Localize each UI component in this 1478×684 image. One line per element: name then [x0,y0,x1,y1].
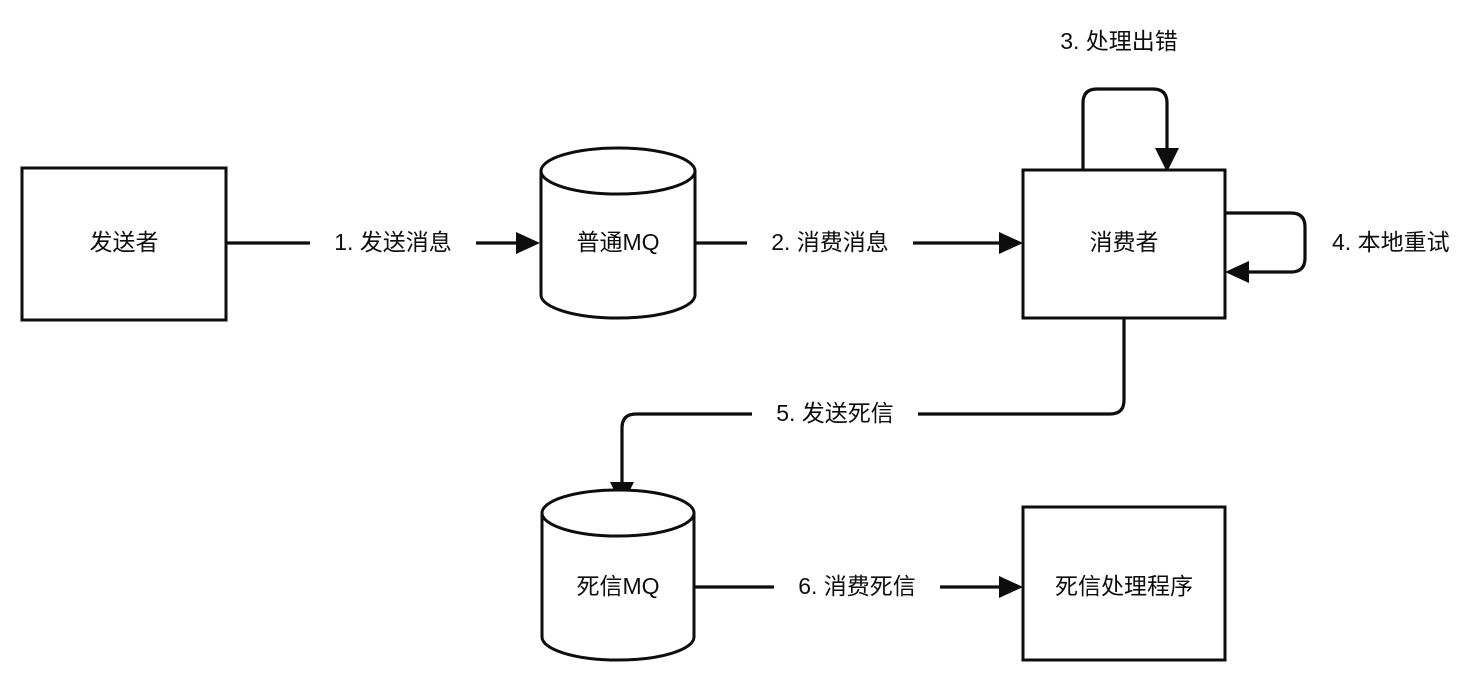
edge-5-send-dead-letter: 5. 发送死信 [610,318,1126,506]
edge-6-consume-dead-letter: 6. 消费死信 [694,572,1023,602]
node-normal-mq-body[interactable] [539,169,697,320]
node-normal-mq[interactable]: 普通MQ [539,146,697,320]
node-consumer-label: 消费者 [1090,229,1159,255]
node-dead-letter-handler-box[interactable] [1021,505,1227,662]
edge-1-label: 1. 发送消息 [334,229,452,255]
edge-5-label: 5. 发送死信 [776,400,894,426]
node-dead-letter-mq-top [540,488,696,538]
edge-6-label: 6. 消费死信 [798,573,916,599]
edge-1-arrowhead-icon [516,232,540,254]
edge-2-arrowhead-icon [999,232,1023,254]
node-sender[interactable]: 发送者 [20,166,228,322]
node-dead-letter-mq[interactable]: 死信MQ [540,488,696,662]
edge-1-label-bg [310,228,476,258]
node-dead-letter-handler[interactable]: 死信处理程序 [1021,505,1227,662]
node-consumer-box[interactable] [1021,168,1227,320]
edge-2-consume-message: 2. 消费消息 [694,228,1023,258]
edge-4-arrowhead-icon [1225,261,1249,283]
edge-6-arrowhead-icon [999,576,1023,598]
node-sender-label: 发送者 [90,229,159,255]
edge-2-label: 2. 消费消息 [771,229,889,255]
edge-4-local-retry: 4. 本地重试 [1225,211,1450,283]
edge-5-label-bg [752,399,918,429]
edge-2-label-bg [747,228,913,258]
node-normal-mq-label: 普通MQ [576,229,659,255]
node-consumer[interactable]: 消费者 [1021,168,1227,320]
node-sender-box[interactable] [20,166,228,322]
edge-4-line [1225,211,1307,274]
edge-4-label: 4. 本地重试 [1332,229,1450,255]
edge-3-arrowhead-icon [1155,148,1179,172]
edge-3-line [1081,87,1169,170]
edge-1-send-message: 1. 发送消息 [226,228,540,258]
edge-6-label-bg [774,572,940,602]
node-dead-letter-handler-label: 死信处理程序 [1055,573,1193,599]
node-dead-letter-mq-label: 死信MQ [576,573,659,599]
node-dead-letter-mq-body[interactable] [540,511,696,662]
edge-3-label: 3. 处理出错 [1060,28,1178,54]
edge-3-processing-error: 3. 处理出错 [1060,28,1179,172]
node-normal-mq-top [539,146,697,196]
